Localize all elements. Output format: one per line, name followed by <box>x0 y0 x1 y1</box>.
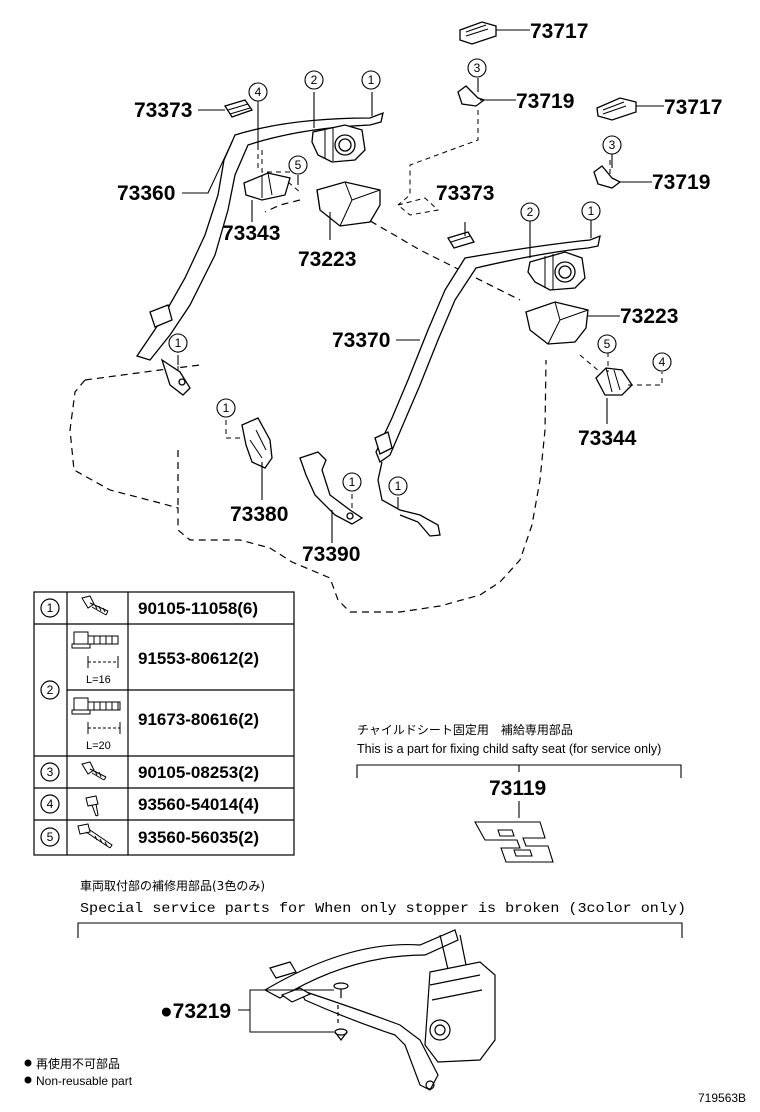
stopper-73719-right <box>593 165 622 189</box>
clip-73373-right <box>447 231 475 249</box>
table-part-90105-11058: 90105-11058(6) <box>138 599 258 618</box>
callout-73719-right: 73719 <box>652 171 710 194</box>
table-part-91553-80612: 91553-80612(2) <box>138 649 259 668</box>
callout-73717-top: 73717 <box>530 20 588 43</box>
special-note-jp: 車両取付部の補修用部品(3色のみ) <box>80 878 265 893</box>
holder-73717-right <box>596 97 637 121</box>
cover-73344 <box>595 367 633 396</box>
cover-73223-left <box>316 181 381 227</box>
special-note-en: Special service parts for When only stop… <box>80 902 686 917</box>
part-callouts: 73717 73719 73717 73719 73373 73360 7334… <box>117 20 722 566</box>
callout-73370: 73370 <box>332 329 390 352</box>
guide-lines-right <box>396 110 663 386</box>
callout-73119: 73119 <box>489 777 546 800</box>
bolt-icon <box>81 761 107 781</box>
callout-73360: 73360 <box>117 182 175 205</box>
cover-73223-right <box>525 301 589 345</box>
svg-text:1: 1 <box>588 204 595 218</box>
callout-73373-right: 73373 <box>436 182 494 205</box>
seat-outline <box>69 199 547 613</box>
callout-73223-right: 73223 <box>620 305 678 328</box>
callout-73373-left: 73373 <box>134 99 192 122</box>
child-seat-note-en: This is a part for fixing child safty se… <box>357 742 661 756</box>
svg-text:1: 1 <box>47 601 54 615</box>
leader-lines <box>177 29 664 543</box>
svg-text:2: 2 <box>47 683 54 697</box>
svg-text:3: 3 <box>47 765 54 779</box>
seat-belt-73360 <box>135 111 384 396</box>
callout-73390: 73390 <box>302 543 360 566</box>
special-parts-note: 車両取付部の補修用部品(3色のみ) Special service parts … <box>77 878 686 1091</box>
buckle-73380 <box>225 417 273 469</box>
child-seat-note-jp: チャイルドシート固定用 補給専用部品 <box>357 722 573 737</box>
anchor-73390 <box>299 451 364 525</box>
table-part-93560-54014: 93560-54014(4) <box>138 795 259 814</box>
table-part-90105-08253: 90105-08253(2) <box>138 763 259 782</box>
svg-text:4: 4 <box>47 797 54 811</box>
clip-73373-left <box>223 99 254 118</box>
holder-73717-top <box>459 21 497 45</box>
callout-73344: 73344 <box>578 427 637 450</box>
figure-id: 719563B <box>698 1091 746 1105</box>
callout-73223-left: 73223 <box>298 248 356 271</box>
screw-icon <box>77 823 113 849</box>
table-part-93560-56035: 93560-56035(2) <box>138 828 259 847</box>
svg-text:1: 1 <box>395 479 402 493</box>
svg-text:5: 5 <box>295 158 302 172</box>
bolt-icon <box>81 595 109 616</box>
flange-bolt-icon <box>71 697 121 734</box>
circle-ref-markers: 1 2 4 5 3 3 2 1 1 5 4 1 1 1 <box>168 58 672 496</box>
legend: 再使用不可部品 Non-reusable part <box>24 1056 133 1088</box>
callout-73717-right: 73717 <box>664 96 722 119</box>
svg-text:1: 1 <box>349 475 356 489</box>
non-reusable-dot-icon <box>24 1059 32 1067</box>
callout-73719-top: 73719 <box>516 90 574 113</box>
callout-73219: ●73219 <box>160 1000 231 1023</box>
svg-text:1: 1 <box>175 336 182 350</box>
stopper-detail-drawing <box>238 929 496 1091</box>
svg-text:3: 3 <box>474 61 481 75</box>
svg-text:2: 2 <box>311 73 318 87</box>
svg-text:5: 5 <box>47 830 54 844</box>
length-l16: L=16 <box>86 674 111 686</box>
table-ref-circles: 1 2 3 4 5 <box>40 598 60 847</box>
svg-text:1: 1 <box>368 73 375 87</box>
cover-73343 <box>243 172 291 201</box>
screw-icon <box>85 795 99 817</box>
legend-en: Non-reusable part <box>36 1074 133 1088</box>
legend-jp: 再使用不可部品 <box>36 1056 120 1071</box>
seat-belt-73370 <box>374 234 601 537</box>
table-part-91673-80616: 91673-80616(2) <box>138 710 259 729</box>
length-l20: L=20 <box>86 740 111 752</box>
svg-text:4: 4 <box>659 355 666 369</box>
svg-text:2: 2 <box>527 205 534 219</box>
svg-text:1: 1 <box>223 401 230 415</box>
bracket-73119 <box>474 821 554 863</box>
flange-bolt-icon <box>71 631 119 668</box>
svg-text:3: 3 <box>609 138 616 152</box>
child-seat-note: チャイルドシート固定用 補給専用部品 This is a part for fi… <box>356 722 682 863</box>
non-reusable-dot-icon <box>24 1076 32 1084</box>
stopper-73719-top <box>457 85 486 107</box>
fastener-table: 1 2 3 4 5 L=16 L=20 <box>33 591 295 856</box>
svg-text:5: 5 <box>604 337 611 351</box>
svg-text:4: 4 <box>255 85 262 99</box>
callout-73343: 73343 <box>222 222 280 245</box>
callout-73380: 73380 <box>230 503 288 526</box>
